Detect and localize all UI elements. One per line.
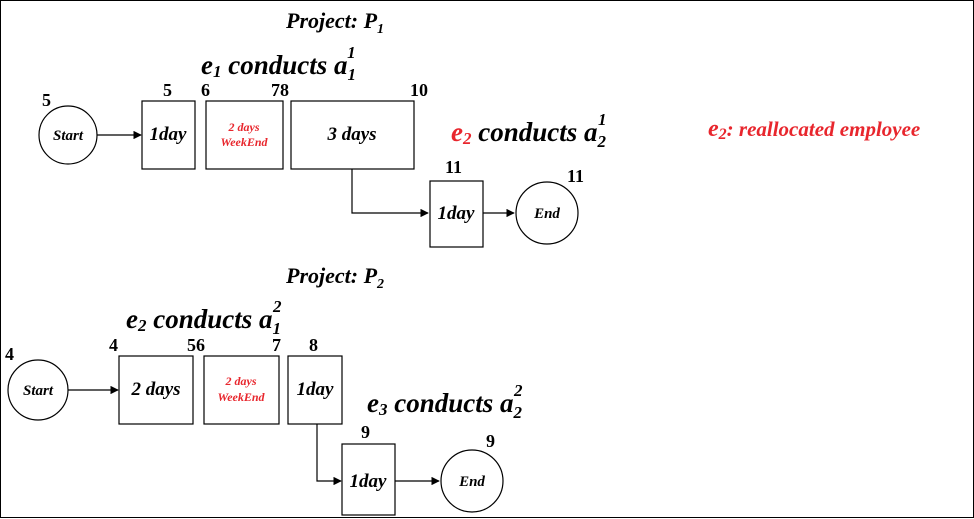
p1-number-box3-end: 10	[410, 80, 428, 100]
p2-number-weekend-end: 7	[272, 335, 281, 355]
p1-start-node: Start	[38, 105, 98, 165]
p1-weekend-line2: WeekEnd	[220, 135, 268, 149]
p1-start-label: Start	[53, 128, 84, 144]
p2-task-box-4-label: 1day	[350, 471, 388, 492]
p2-start-node: Start	[7, 359, 69, 421]
p1-task-box-3: 3 days	[290, 100, 415, 170]
p2-assignment-a1: e2 conducts a12	[126, 297, 282, 338]
p2-task-box-1: 2 days	[118, 355, 194, 425]
p1-number-end: 11	[567, 166, 584, 186]
p1-end-node: End	[515, 181, 579, 245]
p2-assignment-a2: e3 conducts a22	[367, 381, 523, 422]
p2-number-end: 9	[486, 431, 495, 451]
p2-number-box1-start: 4	[109, 335, 118, 355]
p1-number-weekend-end: 78	[271, 80, 289, 100]
p2-end-label: End	[458, 474, 485, 490]
p2-task-box-1-label: 2 days	[130, 379, 180, 400]
p2-task-box-3: 1day	[287, 355, 343, 425]
p1-task-box-1-label: 1day	[150, 124, 188, 145]
p1-edge-box3-box4	[351, 169, 429, 218]
p2-task-box-3-label: 1day	[297, 379, 335, 400]
p2-number-box1-end-weekend-start: 56	[187, 335, 205, 355]
p2-title: Project: P2	[285, 263, 384, 292]
p1-title: Project: P1	[285, 8, 384, 37]
p1-task-box-4-label: 1day	[438, 203, 476, 224]
p2-weekend-line1: 2 days	[225, 374, 257, 388]
p2-number-start: 4	[5, 344, 14, 364]
p1-weekend-line1: 2 days	[228, 120, 260, 134]
p2-weekend-line2: WeekEnd	[217, 390, 265, 404]
p2-task-box-4: 1day	[341, 443, 396, 516]
p2-edge-box3-box4	[316, 424, 342, 486]
p1-weekend-box: 2 days WeekEnd	[205, 100, 284, 170]
p1-task-box-1: 1day	[141, 100, 196, 170]
p1-number-box4-start: 11	[445, 157, 462, 177]
p1-task-box-3-label: 3 days	[326, 124, 376, 145]
p2-weekend-box: 2 days WeekEnd	[203, 355, 280, 425]
p2-start-label: Start	[23, 383, 54, 399]
p1-number-weekend-start: 6	[201, 80, 210, 100]
p2-number-box3-start: 8	[309, 335, 318, 355]
p2-end-node: End	[440, 449, 504, 513]
p1-end-label: End	[533, 206, 560, 222]
p1-reallocated-note: e2: reallocated employee	[708, 116, 920, 143]
p1-number-start: 5	[42, 90, 51, 110]
p1-task-box-4: 1day	[429, 180, 484, 248]
p2-number-box4-start: 9	[361, 422, 370, 442]
p1-number-box1-end: 5	[163, 80, 172, 100]
p1-assignment-a2: e2 conducts a21	[451, 110, 607, 151]
p1-assignment-a1: e1 conducts a11	[201, 43, 356, 84]
